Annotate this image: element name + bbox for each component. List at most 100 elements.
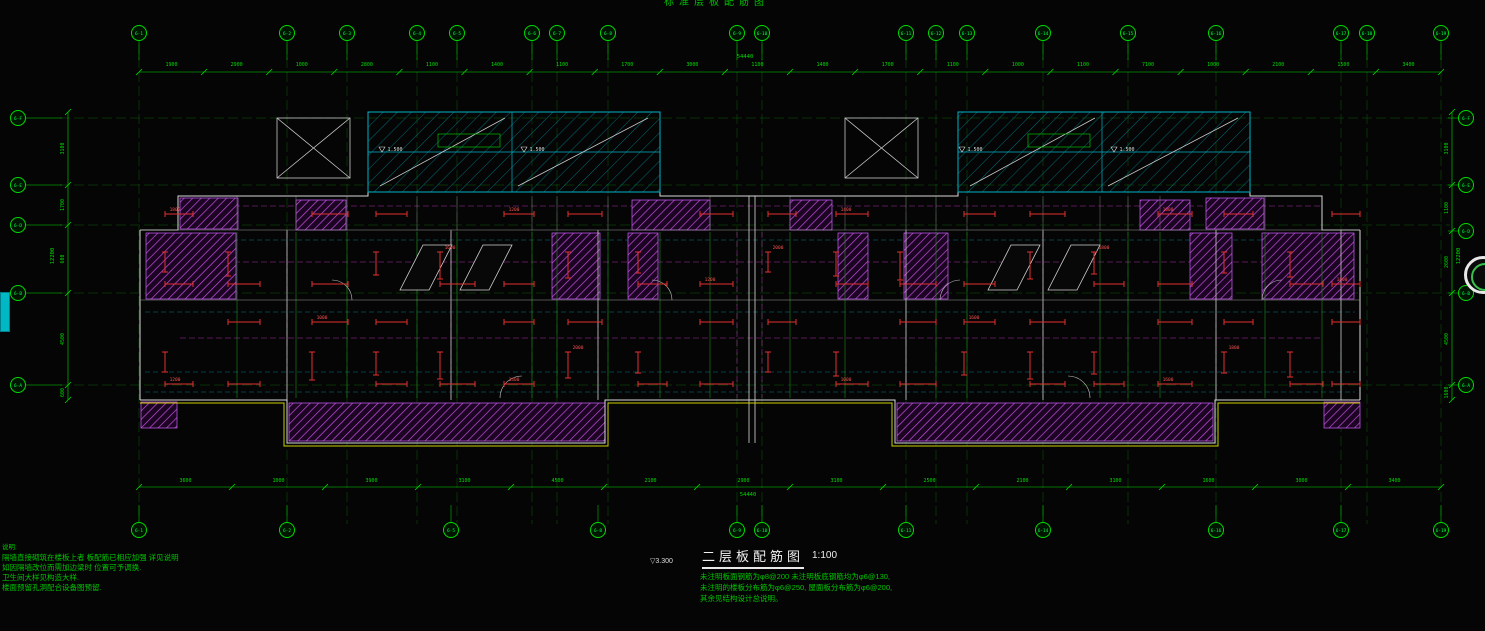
note-line: 如因隔墙改位而需加边梁时 位置可予调换.	[2, 563, 142, 572]
dim-tick	[786, 68, 794, 76]
dim-value: 2800	[361, 62, 373, 68]
dim-tick	[228, 483, 236, 491]
rebar-mark	[503, 281, 535, 287]
dim-value: 1600	[1444, 386, 1450, 398]
elevation-triangle	[958, 146, 966, 153]
rebar-mark	[897, 251, 903, 281]
axis-bubble-label: 6-2	[283, 31, 291, 37]
rebar-mark	[963, 281, 996, 287]
rebar-mark	[1029, 381, 1066, 387]
axis-bubble-label: 6-18	[1362, 31, 1373, 37]
side-notes: 说明:隔墙直接砌筑在楼板上者 板配筋已相应加强 详见说明如因隔墙改位而需加边梁时…	[2, 543, 179, 593]
axis-bubble-label: 6-9	[733, 31, 741, 37]
dim-tick	[1344, 483, 1352, 491]
rebar-mark	[767, 211, 797, 217]
rebar-mark	[375, 211, 408, 217]
elevation-value: 1.500	[529, 147, 544, 153]
dim-value: 3100	[1444, 142, 1450, 154]
rebar-label: 1200	[170, 377, 181, 383]
dim-tick	[64, 396, 72, 404]
rebar-mark	[699, 211, 734, 217]
dim-tick	[1372, 68, 1380, 76]
axis-bubble	[1120, 25, 1136, 41]
dim-tick	[1437, 483, 1445, 491]
rebar-mark	[503, 211, 535, 217]
stair-label-box-right	[1027, 133, 1091, 148]
axis-bubble-label: 6-A	[1462, 383, 1470, 389]
dim-value: 3600	[179, 478, 191, 484]
axis-bubble-label: 6-A	[14, 383, 22, 389]
rebar-label: 1200	[705, 277, 716, 283]
axis-bubble-label: 6-E	[1462, 183, 1470, 189]
axis-bubble-label: 6-D	[1462, 229, 1470, 235]
note-line: 未注明板面钢筋为φ8@200 未注明板底钢筋均为φ6@130,	[700, 572, 890, 581]
axis-bubble-label: 6-17	[1336, 528, 1347, 534]
hatched-slab	[1189, 232, 1233, 300]
left-edge-panel-toggle[interactable]	[0, 292, 10, 332]
elevation-value: 1.500	[387, 147, 402, 153]
rebar-mark	[503, 319, 535, 325]
dim-tick	[135, 483, 143, 491]
axis-bubble	[279, 25, 295, 41]
rebar-label: 1800	[1229, 345, 1240, 351]
axis-bubble	[1333, 25, 1349, 41]
dim-value: 1100	[947, 62, 959, 68]
hatched-slab	[1139, 199, 1191, 231]
dim-value: 3000	[1295, 478, 1307, 484]
dim-tick	[526, 68, 533, 76]
axis-bubble	[524, 25, 540, 41]
elevation-triangle	[378, 146, 386, 153]
dim-tick	[64, 108, 72, 116]
dim-value: 1100	[556, 62, 568, 68]
dim-value: 1100	[426, 62, 438, 68]
dim-value: 4500	[1444, 333, 1450, 345]
elevation-value: 1.500	[1119, 147, 1134, 153]
rebar-mark	[1331, 319, 1361, 325]
dim-value: 7100	[1142, 62, 1154, 68]
rebar-mark	[439, 281, 476, 287]
axis-bubble-label: 6-17	[1336, 31, 1347, 37]
ramp-x-left	[276, 117, 351, 179]
axis-bubble	[1433, 25, 1449, 41]
rebar-mark	[1027, 251, 1033, 280]
dim-tick	[721, 68, 729, 76]
rebar-label: 1600	[445, 245, 456, 251]
dim-value: 1000	[1012, 62, 1024, 68]
hatched-slab	[551, 232, 601, 300]
building-outline	[139, 111, 1361, 444]
axis-bubble	[729, 522, 745, 538]
rebar-mark	[1331, 281, 1361, 287]
rebar-mark	[899, 319, 937, 325]
axis-bubble	[10, 110, 26, 126]
dim-tick	[414, 483, 422, 491]
axis-bubble-label: 6-14	[1038, 528, 1049, 534]
rebar-mark	[835, 281, 869, 287]
axis-bubble-label: 6-D	[14, 223, 22, 229]
axis-bubble	[449, 25, 465, 41]
rebar-mark	[1157, 319, 1193, 325]
rebar-mark	[635, 251, 641, 274]
dim-tick	[331, 68, 338, 76]
dim-value: 1700	[621, 62, 633, 68]
navigation-wheel-inner-ring	[1471, 263, 1485, 291]
clipped-top-title: 标准层板配筋图	[664, 0, 769, 8]
rebar-mark	[1093, 281, 1125, 287]
rebar-label: 1000	[317, 315, 328, 321]
axis-bubble	[959, 25, 975, 41]
rebar-mark	[162, 351, 168, 373]
elevation-triangle	[520, 146, 528, 153]
axis-bubble	[754, 522, 770, 538]
dim-tick	[916, 68, 924, 76]
dim-value: 2900	[737, 478, 749, 484]
axis-bubble	[10, 177, 26, 193]
axis-bubble-label: 6-10	[757, 31, 768, 37]
dim-value: 1500	[1337, 62, 1349, 68]
dim-value: 4500	[551, 478, 563, 484]
axis-bubble-label: 6-19	[1436, 528, 1447, 534]
dim-tick	[1437, 68, 1445, 76]
rebar-mark	[765, 351, 771, 373]
rebar-mark	[1091, 351, 1097, 375]
dim-tick	[1307, 68, 1315, 76]
elevation-triangle	[1110, 146, 1118, 153]
rebar-label: 1000	[841, 377, 852, 383]
